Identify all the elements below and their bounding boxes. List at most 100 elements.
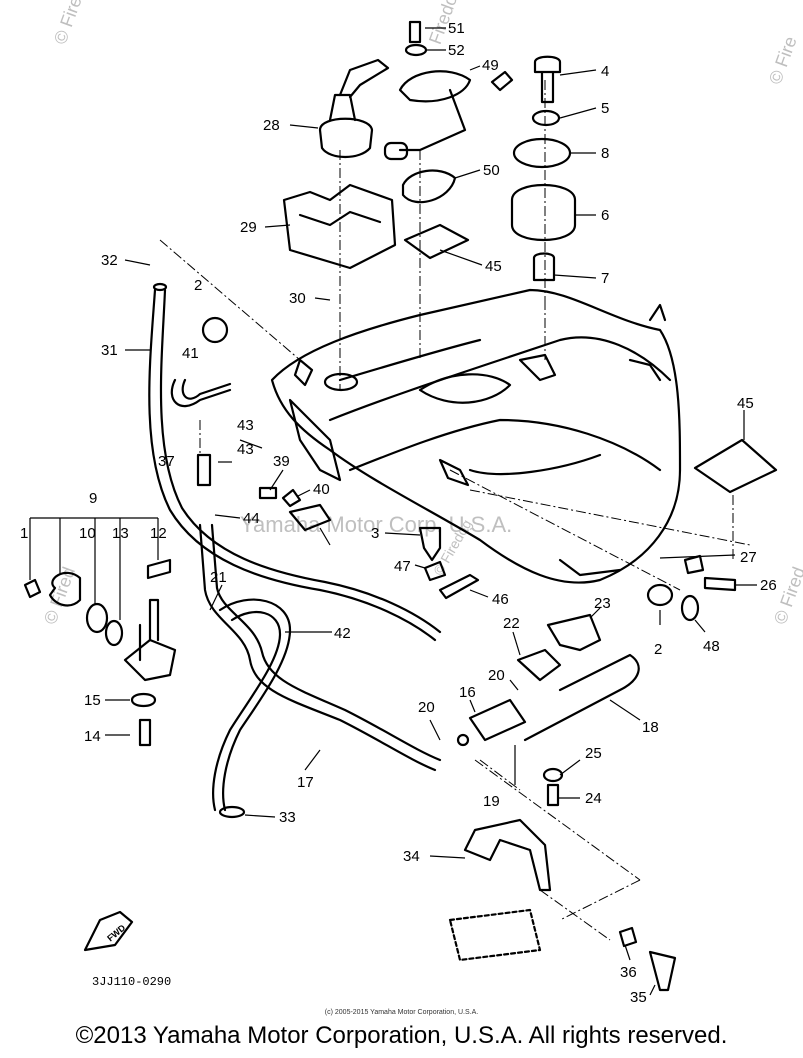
collar-25 [542, 767, 564, 783]
callout-48: 48 [703, 638, 720, 655]
washer-15 [130, 692, 157, 708]
sender-gasket [401, 169, 457, 204]
damper-2 [646, 583, 674, 607]
callout-27: 27 [740, 549, 757, 566]
bracket-38 [288, 503, 332, 532]
fuel-cock [23, 558, 177, 682]
nut-36 [618, 926, 638, 948]
callout-7: 7 [601, 270, 609, 287]
callout-28: 28 [263, 117, 280, 134]
callout-labels: 51 52 49 4 5 8 50 6 28 29 45 7 32 30 2 3… [20, 20, 777, 1006]
fuel-tank [270, 288, 682, 584]
small-copyright: (c) 2005-2015 Yamaha Motor Corporation, … [324, 1009, 479, 1016]
callout-44: 44 [243, 510, 260, 527]
washer [404, 43, 428, 57]
callout-33: 33 [279, 809, 296, 826]
callout-47: 47 [394, 558, 411, 575]
callout-37: 37 [158, 453, 175, 470]
bolt-39 [258, 486, 278, 500]
fuel-filter [456, 698, 527, 747]
callout-17: 17 [297, 774, 314, 791]
callout-24: 24 [585, 790, 602, 807]
callout-34: 34 [403, 848, 420, 865]
callout-35: 35 [630, 989, 647, 1006]
collar-5 [531, 109, 561, 127]
clamp-23 [546, 613, 602, 652]
callout-32: 32 [101, 252, 118, 269]
callout-15: 15 [84, 692, 101, 709]
callout-49: 49 [482, 57, 499, 74]
bolt-4 [533, 55, 562, 104]
callout-29: 29 [240, 219, 257, 236]
assembly-ghost [448, 908, 542, 962]
bolt [408, 20, 422, 44]
callout-8: 8 [601, 145, 609, 162]
callout-45b: 45 [737, 395, 754, 412]
callout-52: 52 [448, 42, 465, 59]
callout-10: 10 [79, 525, 96, 542]
diagram-code: 3JJ110-0290 [92, 975, 172, 989]
bracket-34 [463, 818, 552, 892]
fwd-arrow-icon [83, 910, 134, 952]
callout-26: 26 [760, 577, 777, 594]
callout-19: 19 [483, 793, 500, 810]
bolt-26 [703, 576, 737, 592]
callout-6: 6 [601, 207, 609, 224]
leader-lines [29, 27, 757, 996]
alignment-lines [159, 80, 751, 941]
callout-1: 1 [20, 525, 28, 542]
callout-40: 40 [313, 481, 330, 498]
callout-36: 36 [620, 964, 637, 981]
callout-18: 18 [642, 719, 659, 736]
cap-8 [512, 137, 572, 169]
callout-9: 9 [89, 490, 97, 507]
callout-14: 14 [84, 728, 101, 745]
callout-23: 23 [594, 595, 611, 612]
callout-2: 2 [194, 277, 202, 294]
damper-6 [510, 184, 577, 241]
callout-51: 51 [448, 20, 465, 37]
washer-48 [680, 594, 700, 622]
fuel-sender [383, 70, 514, 161]
bolt-24 [546, 783, 560, 807]
callout-5: 5 [601, 100, 609, 117]
callout-43: 43 [237, 417, 254, 434]
callout-50: 50 [483, 162, 500, 179]
fuel-cap [318, 58, 390, 159]
callout-4: 4 [601, 63, 609, 80]
fitting-37 [196, 453, 212, 487]
fitting-3 [418, 526, 442, 562]
breather-hose [148, 288, 437, 642]
strap-46 [438, 573, 480, 600]
bolt-14 [138, 718, 152, 747]
callout-43b: 43 [237, 441, 254, 458]
callout-21: 21 [210, 569, 227, 586]
collar-7 [532, 252, 556, 282]
damper-2-top [201, 316, 229, 344]
callout-31: 31 [101, 342, 118, 359]
fuel-hose-17 [198, 523, 437, 772]
pipe-18 [523, 653, 640, 742]
callout-25: 25 [585, 745, 602, 762]
pad-right [693, 438, 778, 494]
callout-16: 16 [459, 684, 476, 701]
callout-13: 13 [112, 525, 129, 542]
clamp-22 [516, 648, 562, 682]
fitting-47 [423, 560, 447, 582]
hose-42 [218, 598, 292, 812]
callout-3: 3 [371, 525, 379, 542]
callout-45: 45 [485, 258, 502, 275]
copyright-footer: ©2013 Yamaha Motor Corporation, U.S.A. A… [75, 1022, 728, 1049]
callout-2b: 2 [654, 641, 662, 658]
callout-46: 46 [492, 591, 509, 608]
hose-41 [170, 378, 232, 408]
nut-27 [683, 554, 705, 575]
bolt-35 [648, 950, 677, 992]
callout-20b: 20 [418, 699, 435, 716]
callout-30: 30 [289, 290, 306, 307]
callout-20: 20 [488, 667, 505, 684]
pad [403, 223, 470, 260]
callout-41: 41 [182, 345, 199, 362]
